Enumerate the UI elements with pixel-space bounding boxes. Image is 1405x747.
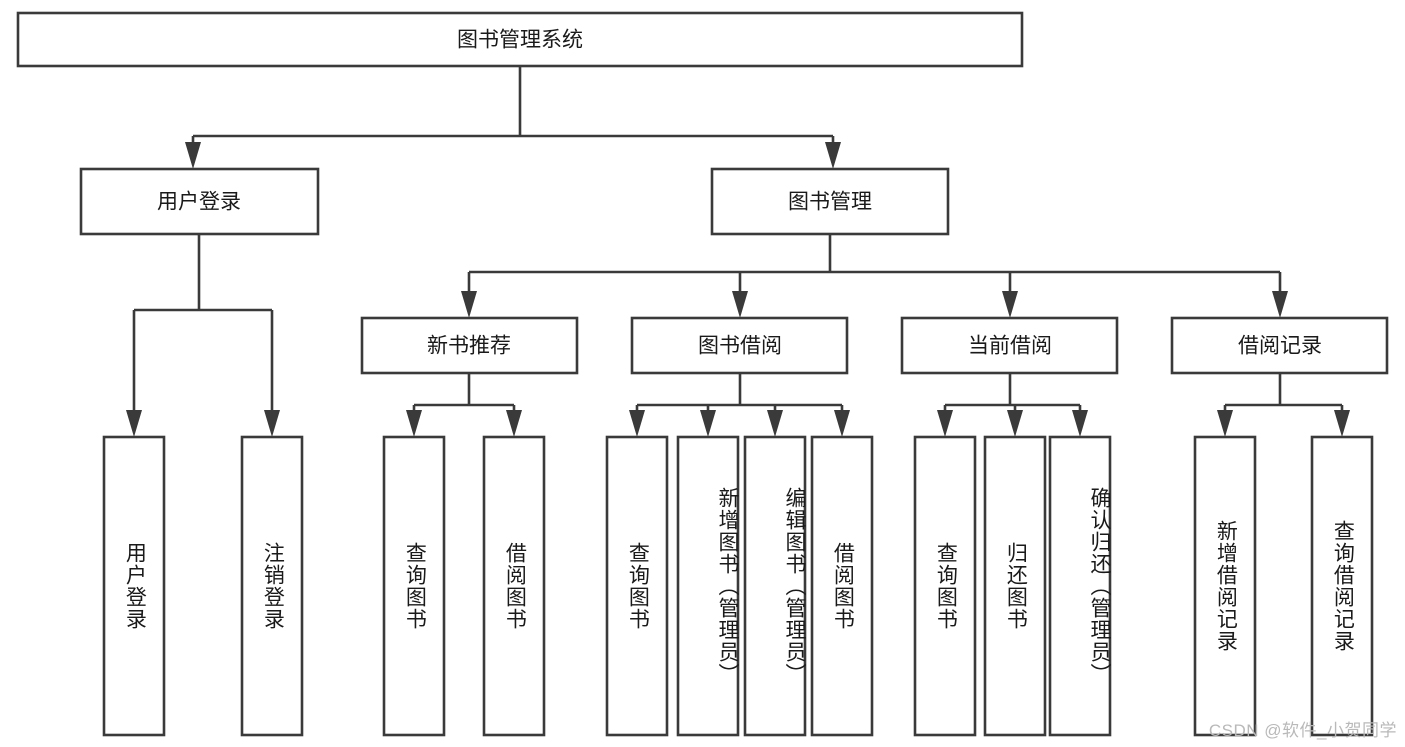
node-new-book-recommend-label: 新书推荐 — [427, 335, 511, 358]
leaf-user-login[interactable] — [102, 435, 166, 737]
leaf-confirm-return-admin[interactable] — [1048, 435, 1112, 737]
leaf-return-book[interactable] — [983, 435, 1047, 737]
node-new-book-recommend[interactable]: 新书推荐 — [360, 316, 579, 375]
node-root-label: 图书管理系统 — [457, 29, 583, 52]
connector-borrow-to-leaves — [629, 373, 850, 437]
leaf-query-book-current[interactable] — [913, 435, 977, 737]
connector-newbook-to-leaves — [406, 373, 522, 437]
leaf-query-borrow-record[interactable] — [1310, 435, 1374, 737]
node-current-borrow[interactable]: 当前借阅 — [900, 316, 1119, 375]
leaf-logout[interactable] — [240, 435, 304, 737]
node-book-management-label: 图书管理 — [788, 191, 872, 214]
node-book-borrow[interactable]: 图书借阅 — [630, 316, 849, 375]
node-borrow-records[interactable]: 借阅记录 — [1170, 316, 1389, 375]
connector-user-login-to-leaves — [126, 234, 280, 437]
node-borrow-records-label: 借阅记录 — [1238, 335, 1322, 358]
leaf-query-book-newbook[interactable] — [382, 435, 446, 737]
leaf-add-borrow-record[interactable] — [1193, 435, 1257, 737]
node-user-login-label: 用户登录 — [157, 191, 241, 214]
leaf-edit-book-admin[interactable] — [743, 435, 807, 737]
leaf-borrow-book-newbook[interactable] — [482, 435, 546, 737]
connector-records-to-leaves — [1217, 373, 1350, 437]
leaf-query-book-borrow[interactable] — [605, 435, 669, 737]
leaf-add-book-admin[interactable] — [676, 435, 740, 737]
node-book-management[interactable]: 图书管理 — [710, 167, 950, 236]
node-user-login[interactable]: 用户登录 — [79, 167, 320, 236]
csdn-watermark: CSDN @软件_小贺同学 — [1208, 721, 1397, 740]
node-root[interactable]: 图书管理系统 — [16, 11, 1024, 68]
connector-current-to-leaves — [937, 373, 1088, 437]
connector-root-to-level2 — [185, 66, 841, 169]
leaf-borrow-book[interactable] — [810, 435, 874, 737]
node-book-borrow-label: 图书借阅 — [698, 335, 782, 358]
node-current-borrow-label: 当前借阅 — [968, 335, 1052, 358]
connector-book-mgmt-to-level3 — [461, 234, 1288, 318]
